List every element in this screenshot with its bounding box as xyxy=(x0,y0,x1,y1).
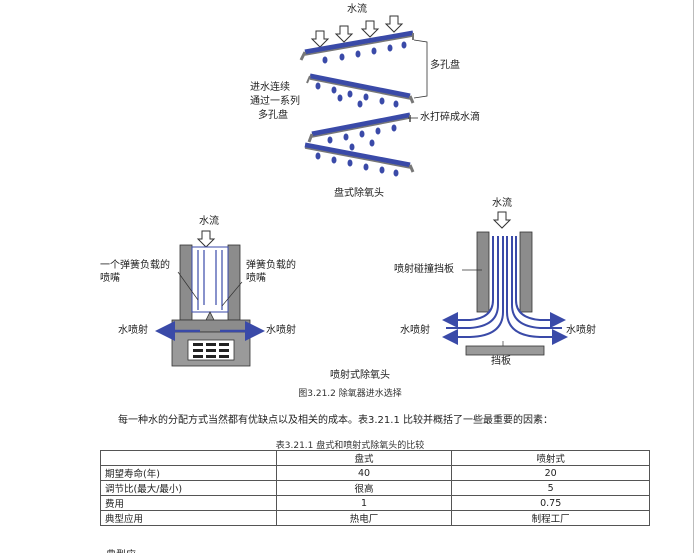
table-row: 期望寿命(年) 40 20 xyxy=(100,465,650,481)
table-cell: 典型应用 xyxy=(100,510,277,526)
spray-deaerator-drawing xyxy=(442,211,568,356)
baffle-label: 喷射碰撞挡板 xyxy=(394,264,454,275)
spring-spray-left-label: 水喷射 xyxy=(118,325,148,336)
table-title: 表3.21.1 盘式和喷射式除氧头的比较 xyxy=(275,441,425,451)
spray-right-label: 水喷射 xyxy=(566,325,596,336)
perforated-tray xyxy=(299,30,414,61)
table-cell: 制程工厂 xyxy=(451,510,650,526)
table-cell: 40 xyxy=(275,465,453,481)
spring-left-label-line2: 喷嘴 xyxy=(100,273,120,284)
table-cell: 费用 xyxy=(100,495,277,511)
perforated-tray xyxy=(306,73,415,104)
deaerator-diagrams xyxy=(155,15,568,367)
page-edge-line xyxy=(693,0,694,553)
footer-heading-fragment: 典型应用 xyxy=(106,546,140,553)
perforated-tray xyxy=(304,142,415,173)
water-droplets xyxy=(327,124,397,151)
table-row: 费用 1 0.75 xyxy=(100,495,650,511)
spring-left-label-line1: 一个弹簧负载的 xyxy=(100,260,170,271)
spray-water-flow-label: 水流 xyxy=(492,198,512,209)
perforated-tray xyxy=(307,112,411,143)
table-row: 典型应用 热电厂 制程工厂 xyxy=(100,510,650,526)
spray-deaerator-title: 喷射式除氧头 xyxy=(330,370,390,381)
tray-note-line2: 通过一系列 xyxy=(250,96,300,107)
perforated-tray-label: 多孔盘 xyxy=(430,60,460,71)
spring-nozzle-deaerator-drawing xyxy=(155,230,265,367)
spray-left-label: 水喷射 xyxy=(400,325,430,336)
water-droplets xyxy=(315,152,399,177)
table-cell: 热电厂 xyxy=(275,510,453,526)
table-header-row: 盘式 喷射式 xyxy=(100,450,650,466)
tray-note-line3: 多孔盘 xyxy=(258,110,288,121)
spring-right-label-line1: 弹簧负载的 xyxy=(246,260,296,271)
table-cell: 1 xyxy=(275,495,453,511)
tray-note-line1: 进水连续 xyxy=(250,82,290,93)
table-header-cell: 盘式 xyxy=(275,450,453,466)
body-paragraph: 每一种水的分配方式当然都有优缺点以及相关的成本。表3.21.1 比较并概括了一些… xyxy=(118,415,553,426)
water-flow-arrow xyxy=(492,211,512,229)
table-cell: 5 xyxy=(451,480,650,496)
water-droplets xyxy=(315,82,399,108)
table-row: 调节比(最大/最小) 很高 5 xyxy=(100,480,650,496)
table-cell: 很高 xyxy=(275,480,453,496)
table-cell: 调节比(最大/最小) xyxy=(100,480,277,496)
water-flow-arrow xyxy=(196,230,216,248)
tray-deaerator-title: 盘式除氧头 xyxy=(334,188,384,199)
spring-spray-right-label: 水喷射 xyxy=(266,325,296,336)
table-cell: 20 xyxy=(451,465,650,481)
water-flow-arrows xyxy=(310,15,404,48)
table-cell: 期望寿命(年) xyxy=(100,465,277,481)
tray-water-flow-label: 水流 xyxy=(347,4,367,15)
comparison-table: 盘式 喷射式 期望寿命(年) 40 20 调节比(最大/最小) 很高 5 费用 … xyxy=(100,450,650,526)
spring-right-label-line2: 喷嘴 xyxy=(246,273,266,284)
figure-caption: 图3.21.2 除氧器进水选择 xyxy=(298,389,402,399)
table-header-cell: 喷射式 xyxy=(451,450,650,466)
table-header-cell xyxy=(100,450,277,466)
water-droplets xyxy=(322,41,407,64)
spring-water-flow-label: 水流 xyxy=(199,216,219,227)
table-cell: 0.75 xyxy=(451,495,650,511)
tray-deaerator-drawing xyxy=(299,15,428,177)
plate-label: 挡板 xyxy=(491,356,511,367)
droplets-label: 水打碎成水滴 xyxy=(420,112,480,123)
